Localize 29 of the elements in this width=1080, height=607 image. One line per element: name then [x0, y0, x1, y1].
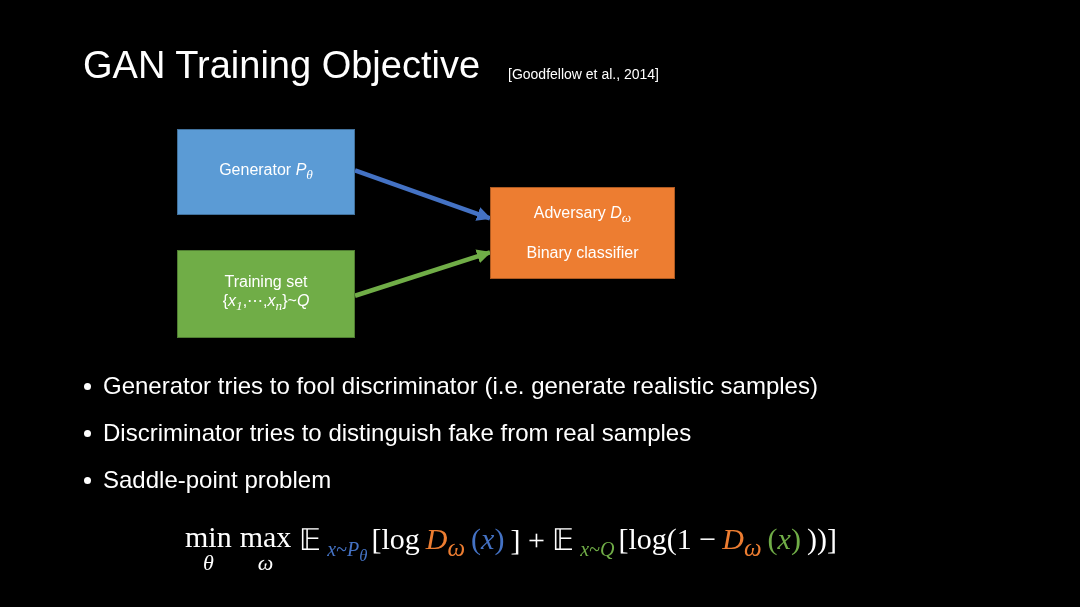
box-label: Binary classifier [526, 244, 639, 263]
math-term: [log [371, 522, 420, 556]
citation: [Goodfellow et al., 2014] [508, 66, 659, 82]
process-box [177, 129, 355, 215]
math-term: D$_{ω}$ [425, 522, 466, 562]
math-subscript: θ [202, 552, 214, 574]
arrow [354, 168, 492, 221]
math-term: ))] [806, 522, 837, 556]
box-label: Adversary D$_{ω}$ [533, 203, 632, 227]
slide-title: GAN Training Objective [83, 44, 481, 87]
bullet-text: Saddle-point problem [103, 466, 332, 494]
math-term: (x) [767, 522, 801, 556]
math-subscript: x~P$_{θ}$ [327, 538, 368, 566]
box-label: Generator P$_{θ}$ [219, 160, 313, 184]
process-box [490, 187, 675, 279]
arrow [354, 249, 492, 298]
math-operator: min [185, 522, 232, 552]
math-operator: max [239, 522, 292, 552]
math-term: [log(1 − [618, 522, 717, 556]
bullet-text: Discriminator tries to distinguish fake from real samples [103, 419, 692, 447]
math-term: ] + 𝔼 [510, 522, 575, 557]
math-subscript: ω [257, 552, 274, 574]
math-subscript: x~Q [580, 538, 615, 561]
box-label: Training set {x$_{1}$,⋯,x$_{n}$}~Q [221, 273, 311, 315]
math-term: D$_{ω}$ [722, 522, 762, 562]
process-box [177, 250, 355, 338]
math-term: 𝔼 [299, 522, 322, 557]
bullet-text: Generator tries to fool discriminator (i.e. generate realistic samples) [103, 372, 818, 400]
math-term: (x) [471, 522, 505, 556]
